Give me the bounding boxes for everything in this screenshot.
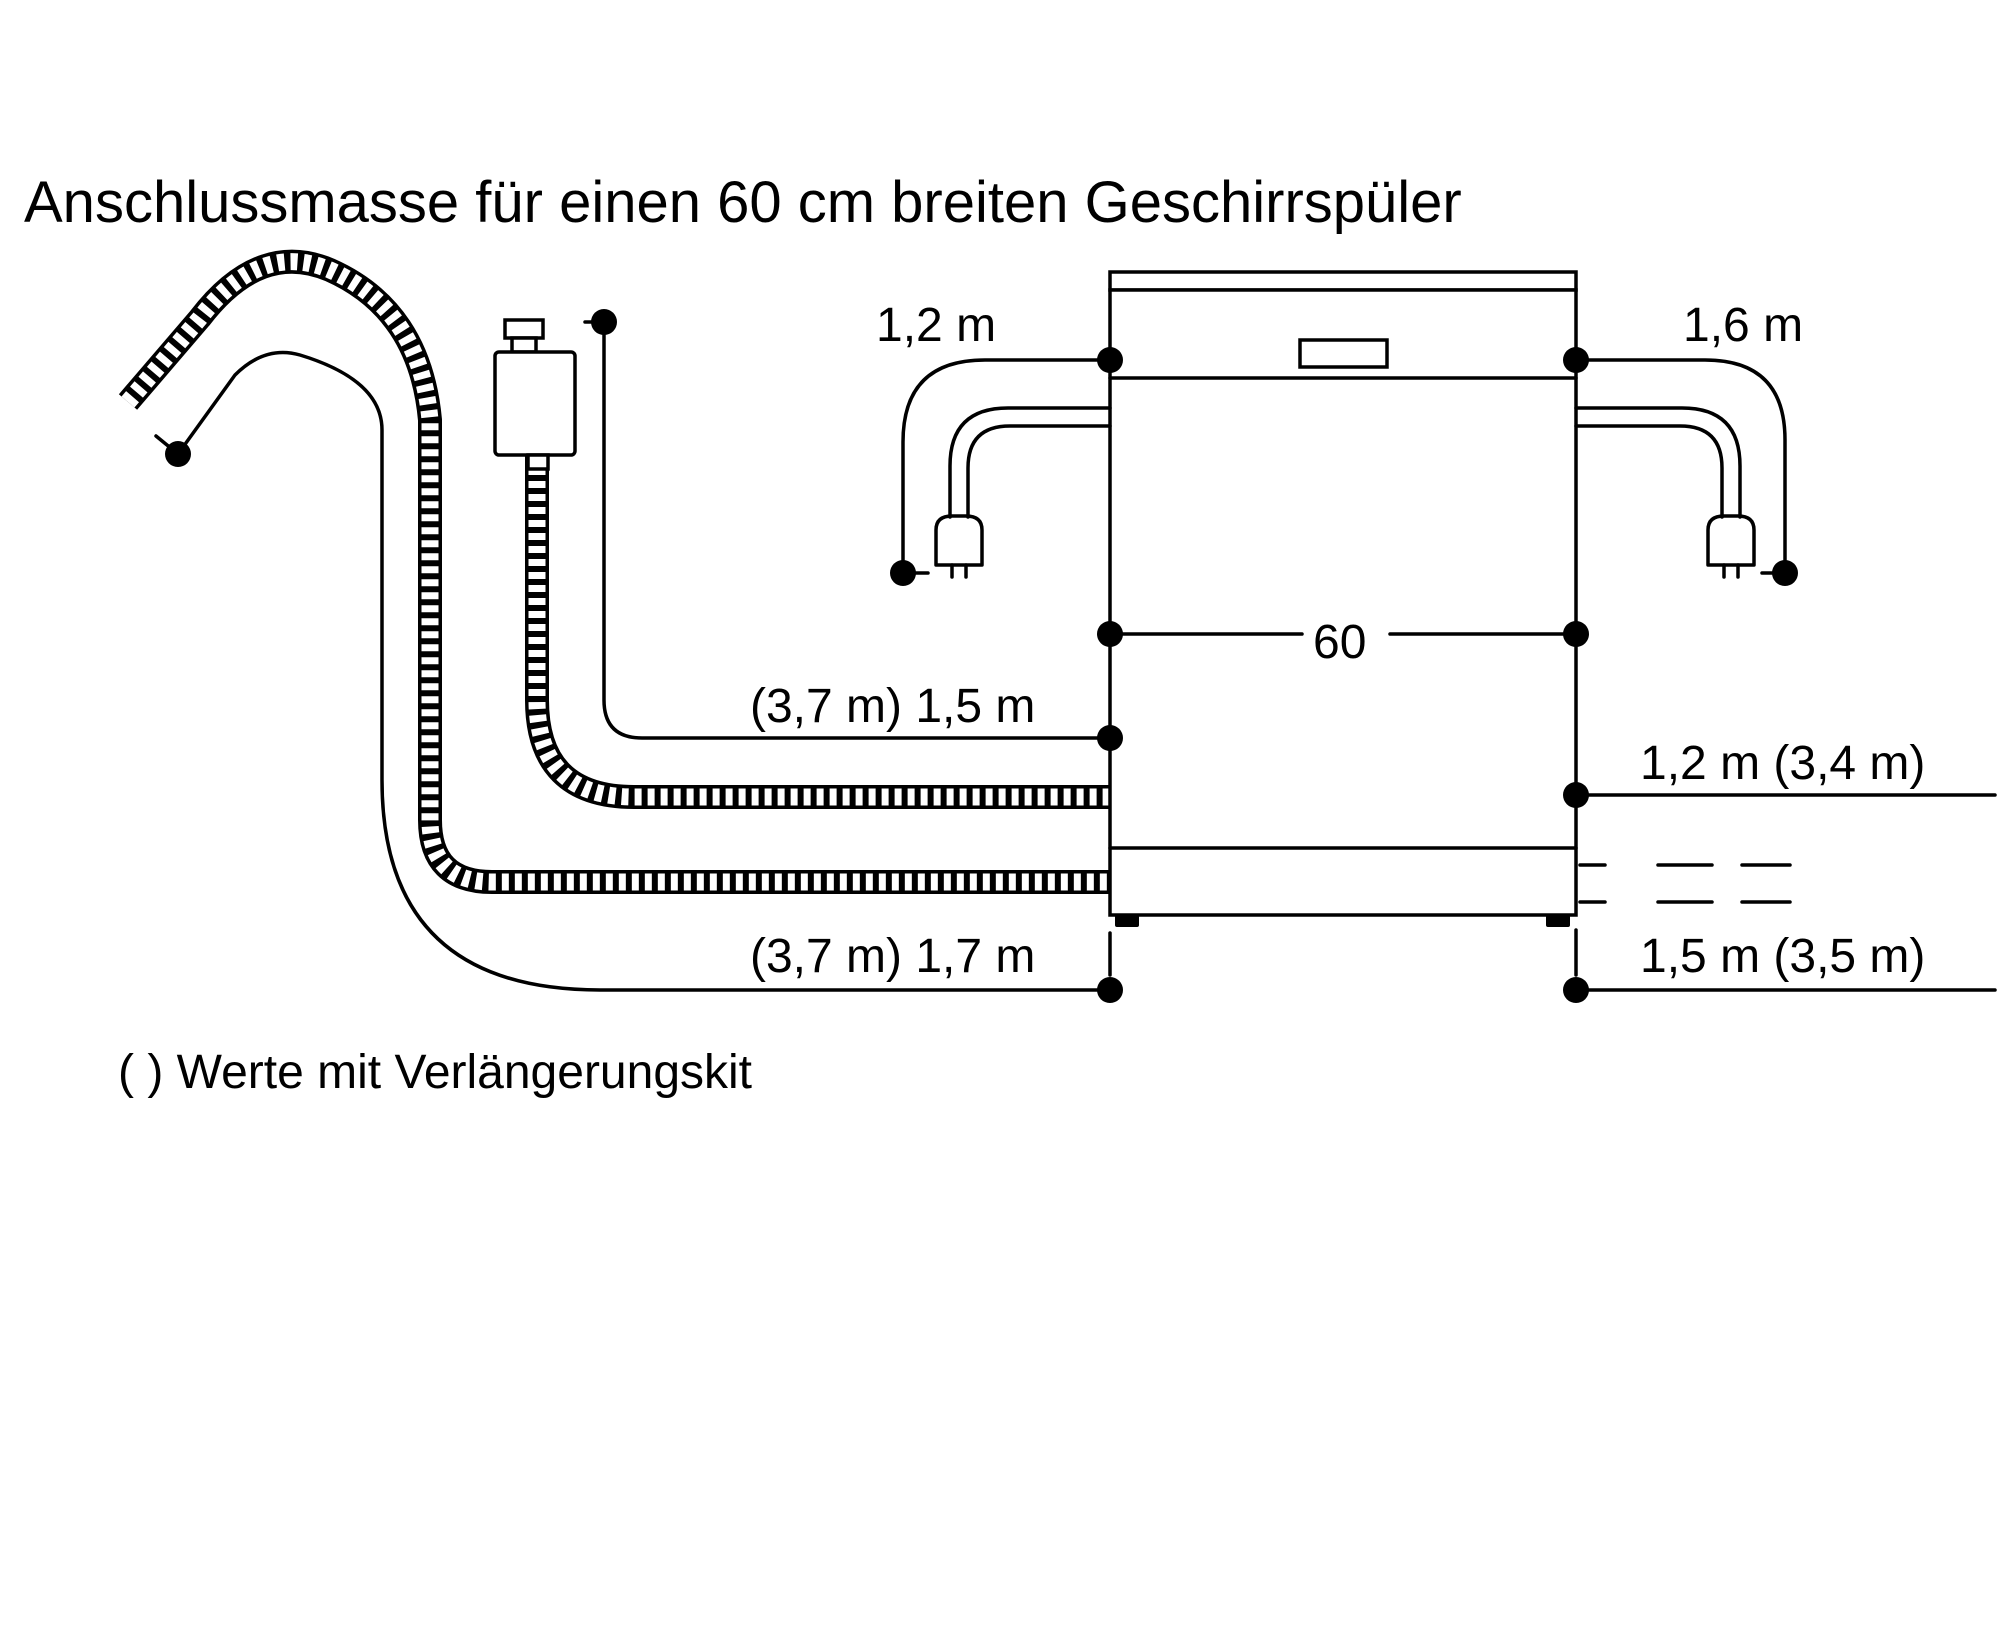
drain-hose-start-dot [1097,977,1123,1003]
diagram-title: Anschlussmasse für einen 60 cm breiten G… [24,170,1462,235]
drain-hose [118,249,1110,894]
water-inlet-right-dot [1563,782,1589,808]
display-panel [1298,338,1389,369]
water-inlet-start-dot [1097,725,1123,751]
drain-hose-left-label: (3,7 m) 1,7 m [750,930,1035,983]
width-right-dot [1563,621,1589,647]
power-cord-left-end-dot [890,560,916,586]
water-inlet-left-label: (3,7 m) 1,5 m [750,680,1035,733]
power-cord-right-end-dot [1772,560,1798,586]
foot-left [1115,915,1139,927]
dishwasher-body [1108,288,1578,917]
aquastop-valve [493,318,577,471]
water-inlet-end-dot [591,309,617,335]
foot-right [1546,915,1570,927]
drain-hose-right-label: 1,5 m (3,5 m) [1640,930,1925,983]
hose-dashed-continuation [1578,863,1792,904]
drain-hose-dimension-line [176,350,1112,992]
width-left-dot [1097,621,1123,647]
power-cord-left [934,406,1112,579]
power-cord-right-dimension-line [1574,358,1787,575]
dishwasher-worktop [1108,270,1578,292]
drain-hose-end-dot [165,441,191,467]
footnote: ( ) Werte mit Verlängerungskit [118,1046,752,1099]
width-label: 60 [1313,616,1366,669]
water-inlet-dimension-line [602,320,1112,740]
power-cord-right [1574,406,1756,579]
power-cord-right-start-dot [1563,347,1589,373]
water-inlet-hose [525,455,1110,809]
drain-hose-right-dot [1563,977,1589,1003]
power-cord-left-label: 1,2 m [876,299,996,352]
dishwasher [1108,270,1578,927]
water-inlet-right-label: 1,2 m (3,4 m) [1640,737,1925,790]
power-cord-left-start-dot [1097,347,1123,373]
power-cord-right-label: 1,6 m [1683,299,1803,352]
power-cord-left-dimension-line [901,358,1112,575]
